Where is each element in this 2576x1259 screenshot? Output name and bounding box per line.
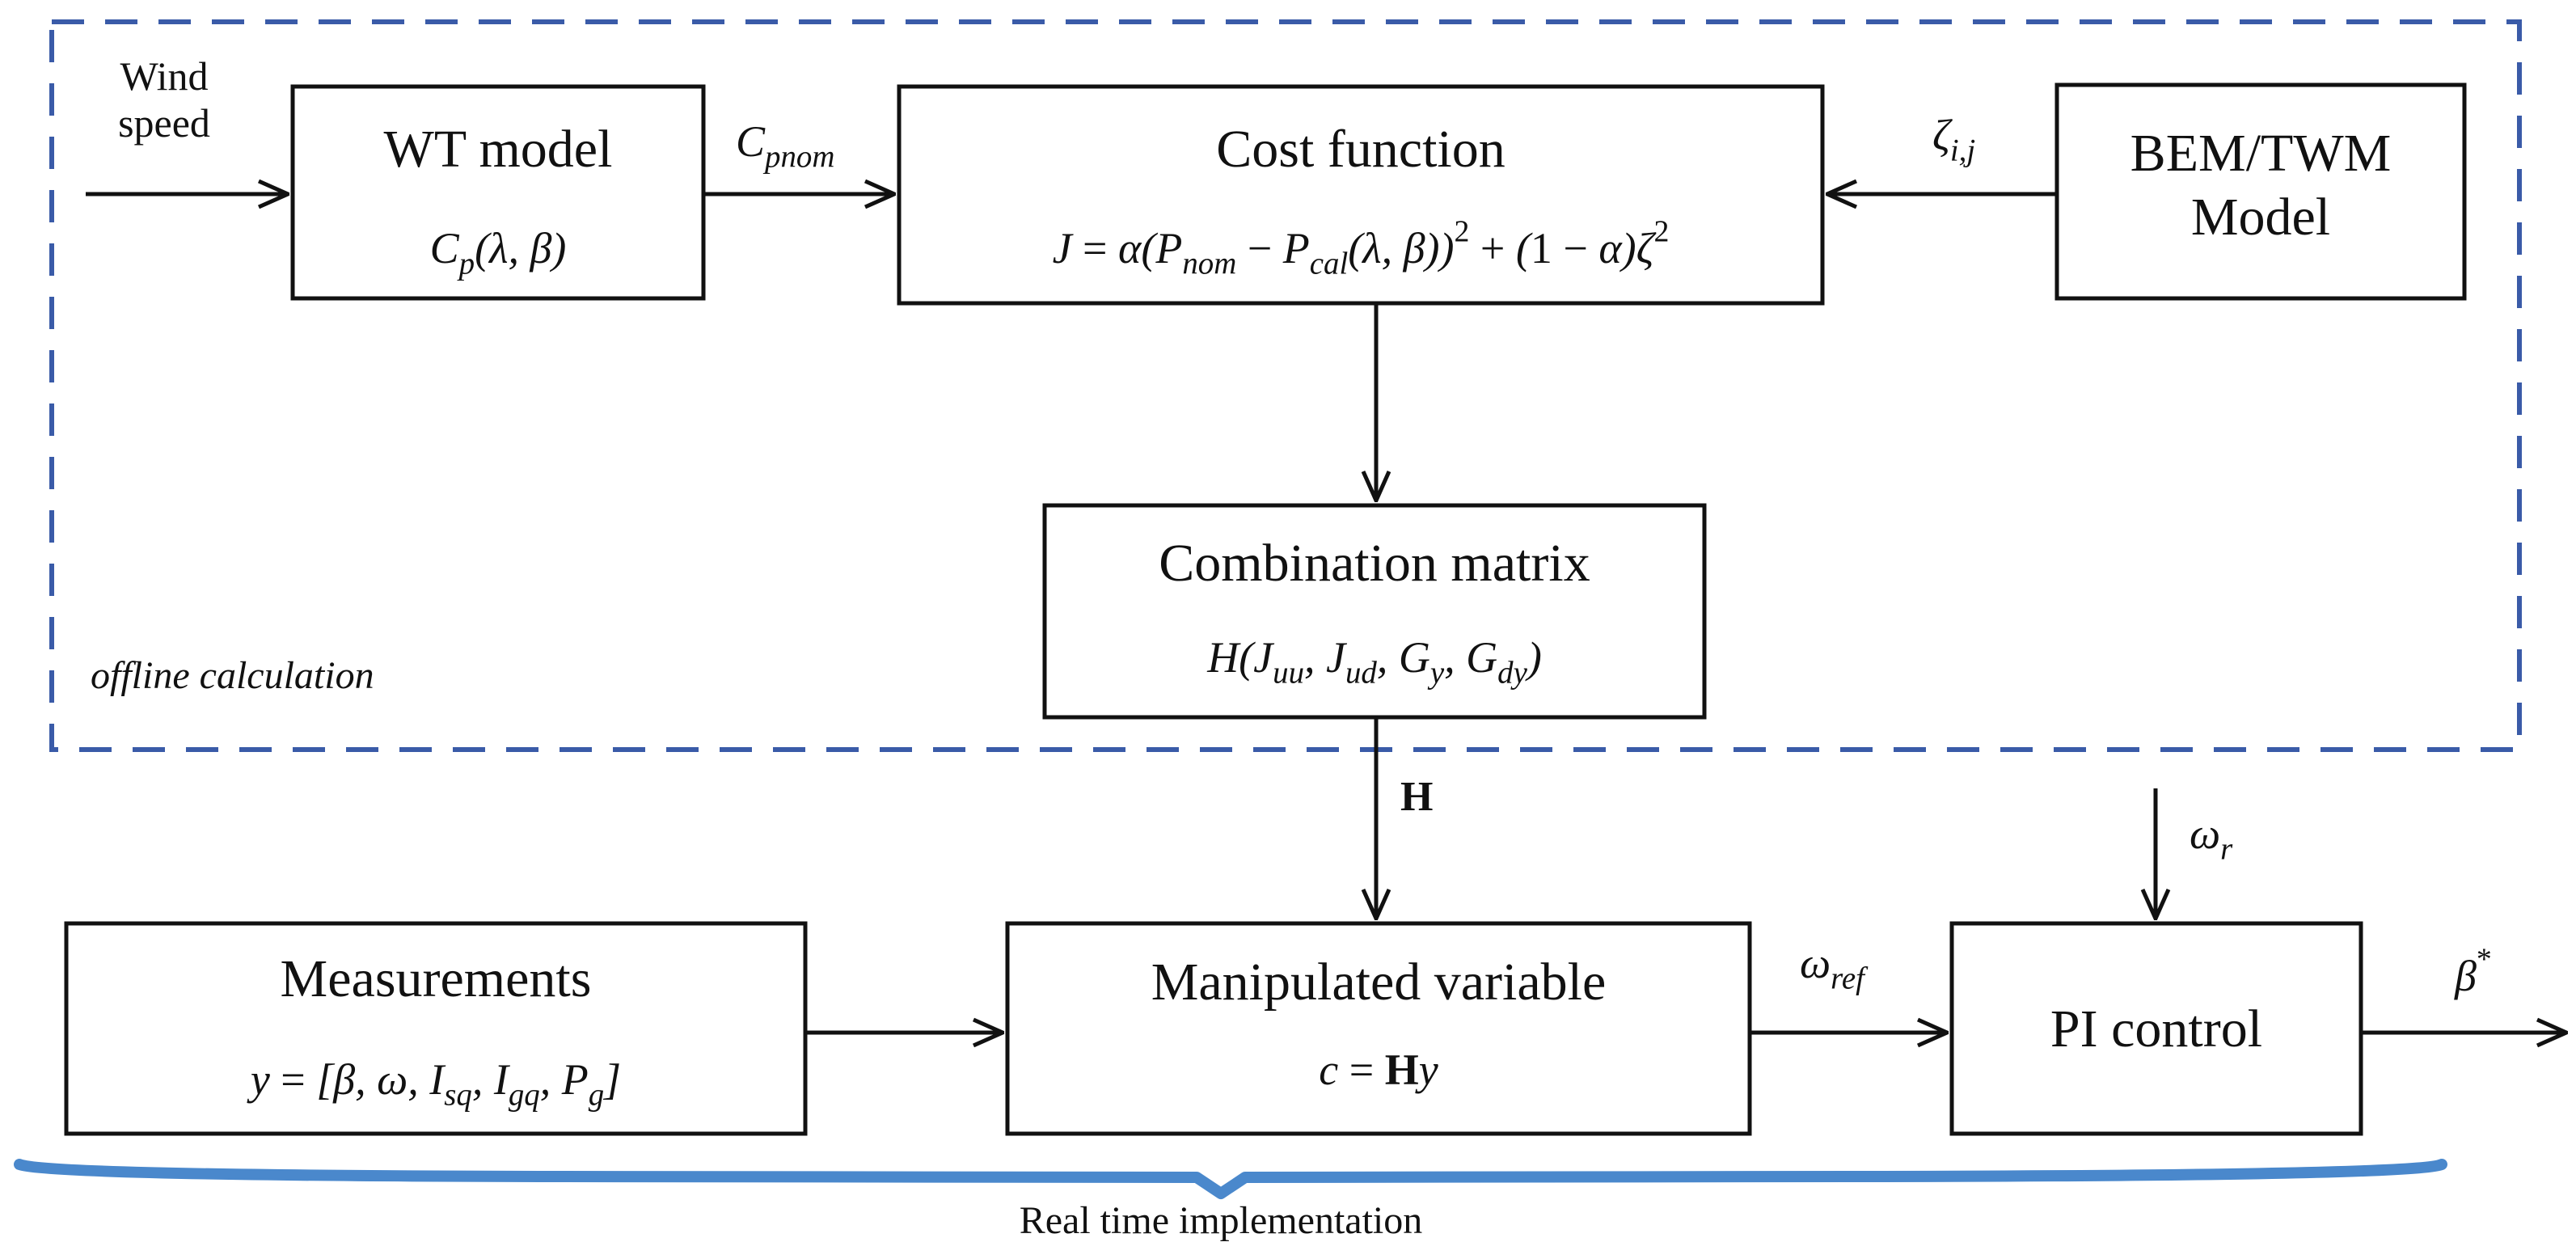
wt-model-title: WT model (383, 120, 613, 179)
signal-H: H (1400, 774, 1434, 820)
signal-omega-ref-main: ω (1800, 939, 1831, 987)
signal-cpnom-main: C (736, 117, 766, 166)
manipulated-variable-title: Manipulated variable (1151, 953, 1607, 1012)
manipulated-variable-formula: c = Hy (1319, 1046, 1438, 1094)
signal-cpnom-sub: pnom (765, 139, 835, 175)
wt-model-formula-args: (λ, β) (475, 224, 567, 273)
wt-model-formula: Cp(λ, β) (293, 224, 703, 280)
cost-function-title: Cost function (1216, 120, 1505, 179)
signal-zeta: ζi,j (1932, 111, 1975, 167)
manipulated-variable-block (1005, 921, 1752, 1136)
offline-region-border (49, 19, 2522, 752)
realtime-implementation-label: Real time implementation (1019, 1199, 1423, 1242)
cost-function-block (897, 84, 1825, 306)
signal-omega-r-sub: r (2220, 831, 2233, 867)
signal-omega-r-main: ω (2190, 809, 2221, 858)
wind-speed-line1: Wind (120, 53, 209, 99)
pi-control-block (1949, 921, 2363, 1136)
measurements-title: Measurements (280, 949, 592, 1008)
bem-twm-title: BEM/TWM Model (2057, 121, 2464, 249)
signal-cpnom: Cpnom (736, 117, 834, 173)
signal-beta-star-main: β (2455, 952, 2477, 1000)
signal-omega-ref: ωref (1800, 939, 1864, 995)
combination-matrix-title: Combination matrix (1159, 534, 1590, 593)
pi-control-title: PI control (2050, 999, 2263, 1058)
cost-function-formula: J = α(Pnom − Pcal(λ, β))2 + (1 − α)ζ2 (1052, 214, 1670, 281)
signal-beta-star-sup: * (2476, 942, 2492, 977)
signal-zeta-main: ζ (1932, 111, 1950, 159)
bem-twm-block (2054, 82, 2467, 301)
combination-matrix-block (1042, 503, 1707, 720)
signal-zeta-sub: i,j (1949, 133, 1976, 168)
signal-omega-ref-sub: ref (1831, 961, 1864, 996)
signal-omega-r: ωr (2190, 809, 2232, 865)
offline-calculation-label: offline calculation (91, 654, 374, 697)
wind-speed-label: Wind speed (95, 53, 233, 146)
bem-twm-line1: BEM/TWM (2130, 124, 2392, 183)
wind-speed-line2: speed (118, 99, 210, 146)
combination-matrix-formula: H(Juu, Jud, Gy, Gdy) (1207, 633, 1542, 691)
realtime-brace (14, 1159, 2447, 1199)
signal-beta-star: β* (2455, 944, 2492, 1000)
wt-model-formula-sub: p (458, 246, 475, 281)
measurements-formula: y = [β, ω, Isq, Igq, Pg] (250, 1055, 622, 1113)
wt-model-formula-main: C (429, 224, 459, 273)
measurements-block (64, 921, 808, 1136)
bem-twm-line2: Model (2190, 188, 2331, 247)
